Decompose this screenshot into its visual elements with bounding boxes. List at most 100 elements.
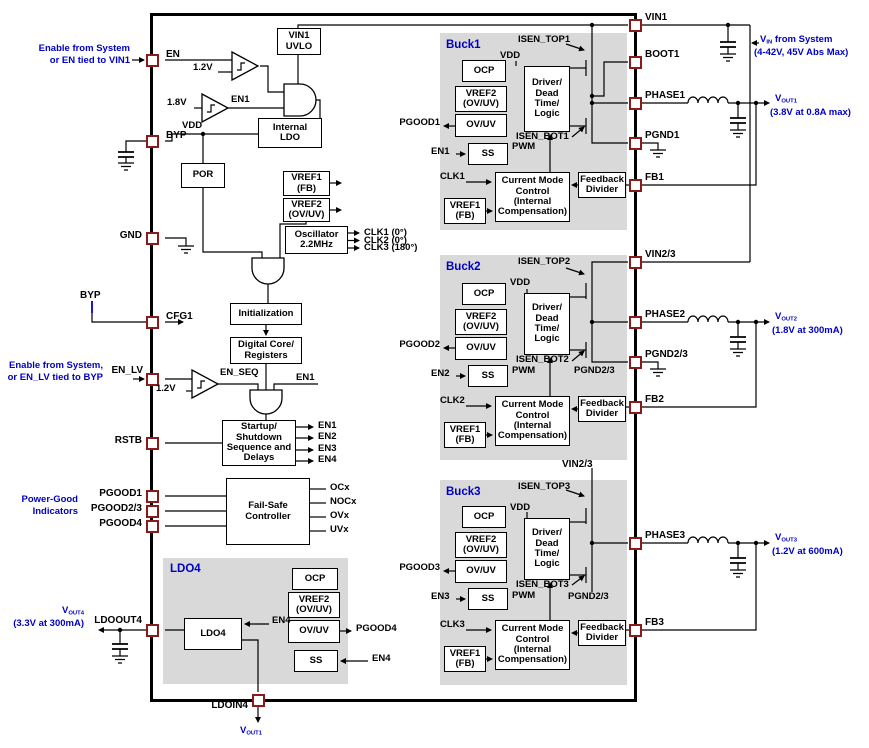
pin-cfg1 <box>145 315 159 329</box>
block-line: Driver/ <box>531 527 563 539</box>
label-8: PGOOD4 <box>99 518 142 529</box>
capacitor-icon <box>730 336 746 343</box>
pin-ldoin4 <box>251 693 265 707</box>
subscript: OUT1 <box>246 730 263 737</box>
label-enable-en-1: Enable from System <box>38 43 130 54</box>
inductor-icon <box>687 315 729 323</box>
block-line: Registers <box>244 349 288 361</box>
label-0: EN <box>166 49 180 60</box>
block-line: Delays <box>243 452 275 464</box>
label-6: PGOOD1 <box>99 488 142 499</box>
ground-icon <box>720 53 736 62</box>
junction-dot <box>725 22 731 28</box>
subscript: IN <box>766 39 773 46</box>
label-b3-vin: VIN2/3 <box>562 459 593 470</box>
pin-rstb <box>145 436 159 450</box>
block-line: VREF1 <box>449 423 481 435</box>
label-9: LDOOUT4 <box>94 615 142 626</box>
block-line: Divider <box>585 408 619 419</box>
ground-icon <box>730 348 746 357</box>
block-line: (OV/UV) <box>463 98 499 109</box>
comparator-icon <box>231 50 260 82</box>
label-b2-isen-top: ISEN_TOP2 <box>518 256 571 267</box>
label-enable-enlv-2: or EN_LV tied to BYP <box>7 372 103 383</box>
block-line: (OV/UV) <box>296 604 332 615</box>
label-en-out3: EN3 <box>318 443 337 454</box>
label-vin-1: VIN from System <box>760 34 833 46</box>
subscript: OUT2 <box>781 316 798 323</box>
junction-dot <box>753 540 759 546</box>
block-line: 2.2MHz <box>300 239 333 250</box>
wire <box>279 222 307 258</box>
label-b2-vdd: VDD <box>510 277 531 288</box>
block-line: OCP <box>473 510 495 522</box>
block-line: Logic <box>534 558 560 570</box>
label-0: VIN1 <box>645 12 668 23</box>
junction-dot <box>735 540 741 546</box>
block-line: Driver/ <box>531 77 563 89</box>
block-line: POR <box>192 169 214 181</box>
hysteresis-icon <box>207 104 215 113</box>
ground-icon <box>112 655 128 664</box>
block-line: Divider <box>585 184 619 195</box>
label-b1-isen-top: ISEN_TOP1 <box>518 34 571 45</box>
block-line: Feedback <box>580 621 624 633</box>
label-3: PGND1 <box>645 130 680 141</box>
capacitor-icon <box>730 557 746 564</box>
label-en-out1: EN1 <box>318 420 337 431</box>
block-line: (OV/UV) <box>463 321 499 332</box>
label-ldoin-net: VOUT1 <box>240 725 263 737</box>
label-b2-pwm: PWM <box>512 365 536 376</box>
block-b3-vref1: VREF1(FB) <box>444 646 486 672</box>
label-ldo-en4-in: EN4 <box>272 615 291 626</box>
block-line: VREF1 <box>291 172 322 184</box>
label-buck2: Buck2 <box>446 261 481 273</box>
label-vout4-1: VOUT4 <box>61 605 84 617</box>
block-line: Control <box>515 409 550 421</box>
label-en-out2: EN2 <box>318 431 337 442</box>
block-line: Control <box>515 185 550 197</box>
junction-dot <box>589 100 595 106</box>
block-line: (FB) <box>455 658 475 669</box>
block-line: (FB) <box>455 434 475 445</box>
block-line: Digital Core/ <box>238 339 294 351</box>
block-b2-vref2: VREF2(OV/UV) <box>455 309 507 335</box>
block-line: Dead <box>535 312 559 324</box>
pin-pgood1 <box>145 489 159 503</box>
block-line: Controller <box>245 510 291 522</box>
label-b3-pgnd: PGND2/3 <box>568 591 609 602</box>
block-line: SS <box>481 147 495 159</box>
and-gate-icon <box>251 257 285 285</box>
wire-arrow <box>565 267 585 276</box>
block-line: (Internal <box>513 644 552 655</box>
block-initialization: Initialization <box>230 303 302 325</box>
label-uvx: UVx <box>330 524 349 535</box>
block-vref2-main: VREF2(OV/UV) <box>283 198 330 222</box>
label-buck1: Buck1 <box>446 39 481 51</box>
block-line: (OV/UV) <box>288 209 325 220</box>
block-line: VREF2 <box>465 533 497 545</box>
block-ldo4-vref2: VREF2(OV/UV) <box>288 592 340 618</box>
block-b1-ocp: OCP <box>462 60 506 82</box>
label-vout2-2: (1.8V at 300mA) <box>772 325 843 336</box>
block-line: Current Mode <box>501 175 564 187</box>
wire <box>641 103 757 186</box>
wire-arrow <box>571 126 585 138</box>
label-b3-vdd: VDD <box>510 502 531 513</box>
block-line: (Internal <box>513 420 552 431</box>
label-b1-pwm: PWM <box>512 141 536 152</box>
label-clk1-out: CLK1 (0°) <box>364 227 407 238</box>
label-ovx: OVx <box>330 510 350 521</box>
block-line: OV/UV <box>466 342 496 354</box>
junction-dot <box>589 93 595 99</box>
